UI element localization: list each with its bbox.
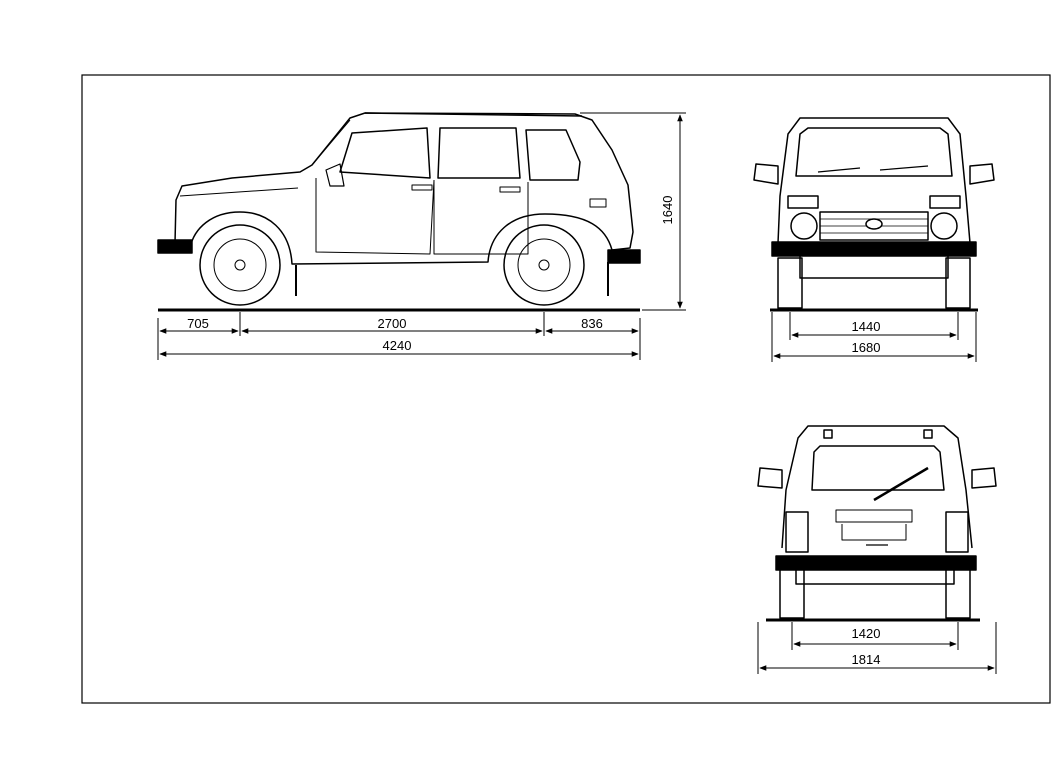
dim-overall-height: 1640 xyxy=(660,196,675,225)
dim-rear-track: 1420 xyxy=(852,626,881,641)
dim-rear-overhang: 836 xyxy=(581,316,603,331)
side-dimension-lines xyxy=(157,112,686,360)
drawing-frame xyxy=(81,74,1051,704)
front-view-vehicle xyxy=(753,117,995,312)
rear-view-vehicle xyxy=(757,425,997,622)
dim-wheelbase: 2700 xyxy=(378,316,407,331)
dim-front-overhang: 705 xyxy=(187,316,209,331)
dim-overall-length: 4240 xyxy=(383,338,412,353)
rear-dimension-lines xyxy=(757,622,997,674)
front-dimension-lines xyxy=(771,312,977,362)
dim-front-track: 1440 xyxy=(852,319,881,334)
dim-rear-width: 1814 xyxy=(852,652,881,667)
dim-front-width: 1680 xyxy=(852,340,881,355)
side-view-vehicle xyxy=(157,112,641,312)
